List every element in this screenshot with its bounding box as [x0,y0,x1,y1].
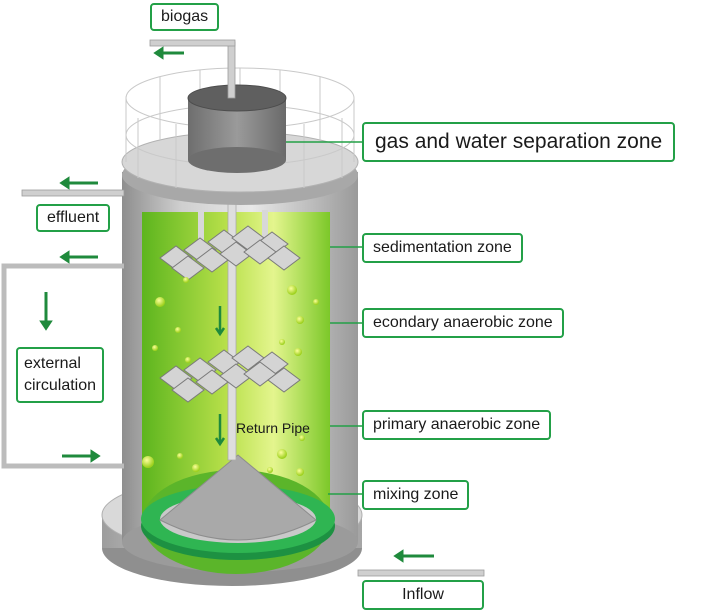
external-circulation-pipe [1,263,124,469]
leader-lines [286,141,362,495]
label-mixing: mixing zone [362,480,470,510]
label-external-line1: external [24,355,81,372]
label-return-pipe: Return Pipe [236,420,310,436]
gas-bubbles [142,277,319,476]
flow-arrow-icon [39,46,434,563]
gas-cap [187,84,287,173]
label-inflow: Inflow [362,580,484,610]
inflow-pipe [357,569,485,577]
biogas-pipe [149,39,236,99]
label-external-circulation: external circulation [16,347,105,403]
label-gas-water-separation: gas and water separation zone [362,122,676,162]
upper-separator [159,225,301,281]
down-arrow-icon [214,306,226,447]
label-secondary-anaerobic: econdary anaerobic zone [362,308,564,338]
label-effluent: effluent [36,204,111,232]
distributor-cone [159,454,317,541]
label-external-line2: circulation [24,377,97,394]
label-sedimentation: sedimentation zone [362,233,523,263]
label-primary-anaerobic: primary anaerobic zone [362,410,552,440]
effluent-pipe [21,189,125,197]
label-biogas: biogas [150,3,220,31]
lower-separator [159,345,301,403]
